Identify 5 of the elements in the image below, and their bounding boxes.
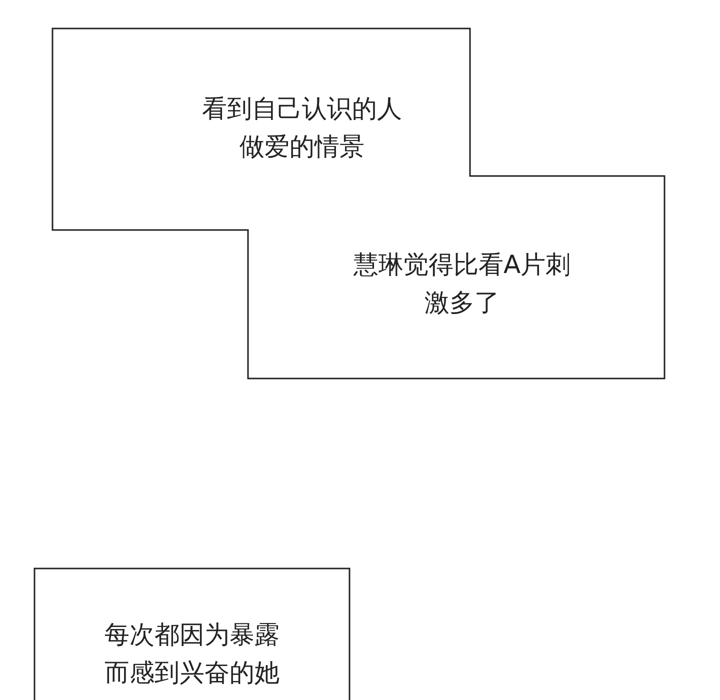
- narration-text: 每次都因为暴露而感到兴奋的她: [104, 619, 280, 689]
- caption-box: [52, 28, 665, 379]
- narration-text: 慧琳觉得比看A片刺激多了: [352, 249, 572, 319]
- caption-box: [34, 568, 350, 700]
- narration-text: 看到自己认识的人做爱的情景: [201, 93, 403, 163]
